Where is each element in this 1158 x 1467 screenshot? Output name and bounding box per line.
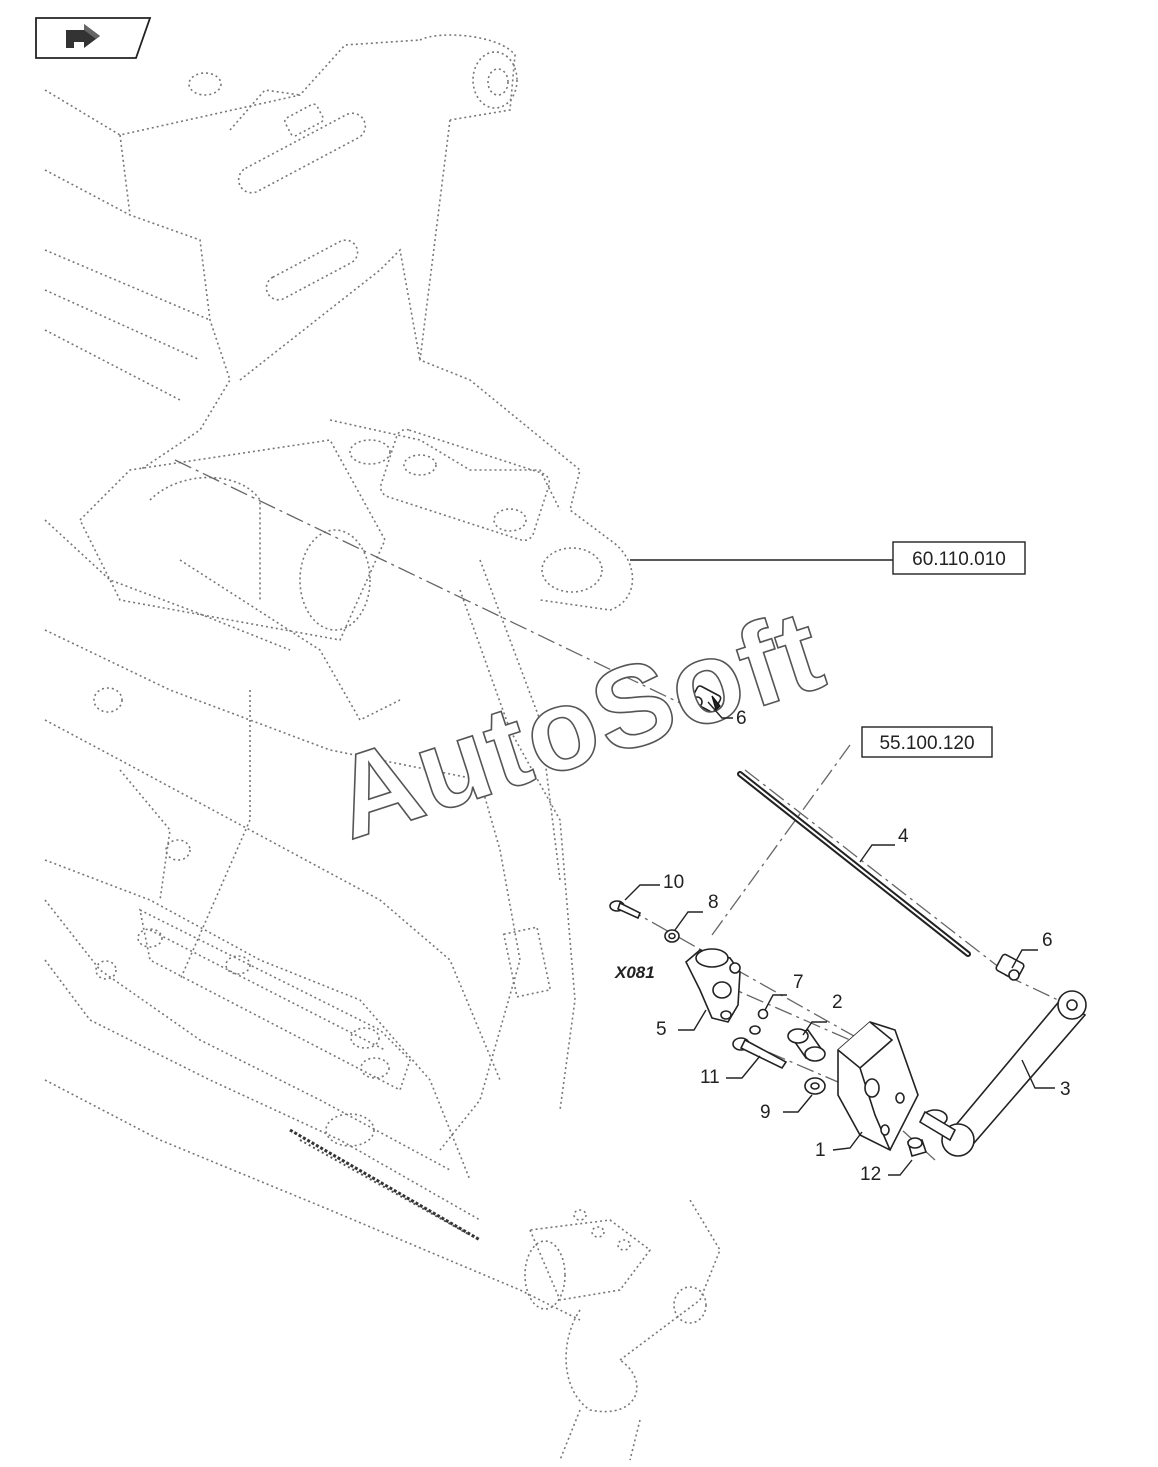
part-9-washer[interactable]: [804, 1077, 826, 1095]
machine-frame-background: [44, 34, 721, 1461]
part-6-lower-clip[interactable]: [995, 953, 1025, 981]
callout-7: 7: [764, 972, 804, 1011]
callout-10-label: 10: [663, 872, 684, 893]
callout-6a-label: 6: [736, 708, 747, 729]
callout-8-label: 8: [708, 892, 719, 913]
callout-6b-label: 6: [1042, 930, 1053, 951]
part-2-bushing[interactable]: [787, 1028, 826, 1062]
callout-11: 11: [700, 1055, 761, 1088]
part-11-bolt[interactable]: [732, 1025, 788, 1070]
part-1-bracket[interactable]: [837, 1021, 919, 1152]
callout-6b: 6: [1011, 930, 1053, 969]
callout-12: 12: [860, 1159, 913, 1185]
callout-2-label: 2: [832, 992, 843, 1013]
watermark: AutoSoft: [318, 584, 839, 864]
callout-6a: 6: [707, 701, 747, 729]
callout-2: 2: [802, 992, 843, 1036]
return-arrow-icon: [66, 24, 100, 48]
part-6-upper-clip[interactable]: [690, 685, 722, 713]
ref-box-frame[interactable]: 60.110.010: [630, 541, 1026, 575]
part-10-bolt[interactable]: [609, 900, 642, 920]
callout-4-label: 4: [898, 826, 909, 847]
callout-3: 3: [1021, 1059, 1071, 1100]
component-code: X081: [614, 963, 655, 982]
callout-3-label: 3: [1060, 1079, 1071, 1100]
callout-8: 8: [674, 892, 719, 931]
callout-9-label: 9: [760, 1102, 771, 1123]
callout-1-label: 1: [815, 1140, 826, 1161]
callout-5-label: 5: [656, 1019, 667, 1040]
ref-frame-label: 60.110.010: [912, 549, 1006, 570]
callout-5: 5: [656, 1009, 707, 1040]
return-button[interactable]: [35, 17, 152, 59]
callout-11-label: 11: [700, 1067, 720, 1088]
part-8-washer[interactable]: [664, 929, 680, 943]
callout-4: 4: [859, 826, 909, 863]
callout-1: 1: [815, 1131, 863, 1161]
callout-7-label: 7: [793, 972, 804, 993]
part-12-nut[interactable]: [906, 1137, 928, 1157]
callout-12-label: 12: [860, 1164, 881, 1185]
ref-linkage-label: 55.100.120: [879, 733, 974, 754]
callout-9: 9: [760, 1094, 813, 1123]
callout-10: 10: [624, 872, 684, 901]
part-5-arm[interactable]: [685, 948, 741, 1023]
part-7-clip[interactable]: [757, 1008, 769, 1020]
part-4-rod[interactable]: [737, 771, 971, 957]
part-3-lever[interactable]: [918, 990, 1087, 1157]
ref-box-linkage[interactable]: 55.100.120: [861, 726, 993, 758]
